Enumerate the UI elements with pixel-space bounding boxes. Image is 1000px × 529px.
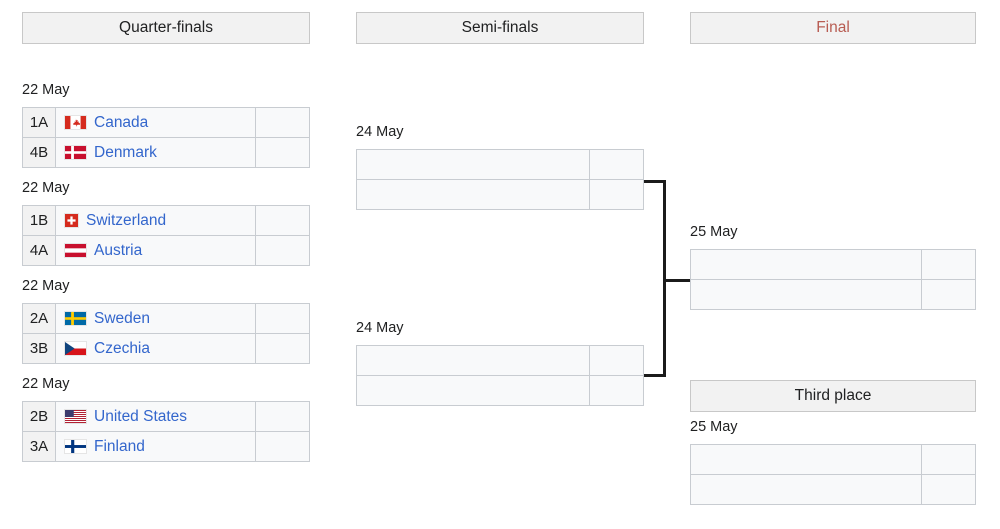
team-name[interactable]: Canada bbox=[94, 113, 149, 131]
score-cell bbox=[256, 235, 310, 266]
match-row[interactable] bbox=[690, 279, 976, 310]
score-cell bbox=[256, 303, 310, 334]
match-third-place bbox=[690, 444, 976, 505]
score-cell bbox=[256, 431, 310, 462]
team-cell bbox=[690, 279, 922, 310]
score-cell bbox=[256, 333, 310, 364]
team-cell: Austria bbox=[56, 235, 256, 266]
date-label-sf-1: 24 May bbox=[356, 124, 404, 140]
team-cell: Denmark bbox=[56, 137, 256, 168]
match-row[interactable]: 3A Finland bbox=[22, 431, 310, 462]
date-label-qf-4: 22 May bbox=[22, 376, 70, 392]
match-row[interactable]: 4B Denmark bbox=[22, 137, 310, 168]
team-cell bbox=[356, 149, 590, 180]
connector-vertical bbox=[663, 180, 666, 377]
seed-cell: 1B bbox=[22, 205, 56, 236]
connector-stub-bottom bbox=[644, 374, 666, 377]
seed-cell: 3B bbox=[22, 333, 56, 364]
score-cell bbox=[256, 205, 310, 236]
team-name[interactable]: Finland bbox=[94, 437, 145, 455]
team-cell: United States bbox=[56, 401, 256, 432]
score-cell bbox=[590, 179, 644, 210]
match-row[interactable]: 2A Sweden bbox=[22, 303, 310, 334]
match-row[interactable]: 2B bbox=[22, 401, 310, 432]
match-row[interactable]: 1B Switzerland bbox=[22, 205, 310, 236]
seed-cell: 2A bbox=[22, 303, 56, 334]
score-cell bbox=[256, 401, 310, 432]
score-cell bbox=[922, 474, 976, 505]
flag-czechia-icon bbox=[64, 341, 87, 356]
match-row[interactable] bbox=[690, 249, 976, 280]
match-final bbox=[690, 249, 976, 310]
match-quarter-final-4: 2B bbox=[22, 401, 310, 462]
match-row[interactable]: 3B Czechia bbox=[22, 333, 310, 364]
match-semi-final-2 bbox=[356, 345, 644, 406]
date-label-final: 25 May bbox=[690, 224, 738, 240]
connector-stub-final bbox=[663, 279, 691, 282]
team-name[interactable]: Denmark bbox=[94, 143, 157, 161]
score-cell bbox=[590, 149, 644, 180]
team-name[interactable]: Czechia bbox=[94, 339, 150, 357]
score-cell bbox=[590, 375, 644, 406]
team-name[interactable]: Austria bbox=[94, 241, 143, 259]
match-row[interactable] bbox=[356, 375, 644, 406]
team-cell bbox=[356, 345, 590, 376]
score-cell bbox=[922, 444, 976, 475]
team-name[interactable]: Switzerland bbox=[86, 211, 167, 229]
team-cell bbox=[690, 474, 922, 505]
match-quarter-final-1: 1A Canada 4B bbox=[22, 107, 310, 168]
score-cell bbox=[256, 137, 310, 168]
match-row[interactable]: 1A Canada bbox=[22, 107, 310, 138]
flag-finland-icon bbox=[64, 439, 87, 454]
match-row[interactable] bbox=[690, 444, 976, 475]
flag-canada-icon bbox=[64, 115, 87, 130]
team-cell: Sweden bbox=[56, 303, 256, 334]
date-label-sf-2: 24 May bbox=[356, 320, 404, 336]
team-name[interactable]: United States bbox=[94, 407, 188, 425]
round-header-quarter-finals[interactable]: Quarter-finals bbox=[22, 12, 310, 44]
match-row[interactable] bbox=[356, 179, 644, 210]
round-header-semi-finals[interactable]: Semi-finals bbox=[356, 12, 644, 44]
flag-austria-icon bbox=[64, 243, 87, 258]
match-semi-final-1 bbox=[356, 149, 644, 210]
match-row[interactable]: 4A Austria bbox=[22, 235, 310, 266]
flag-united-states-icon bbox=[64, 409, 87, 424]
date-label-qf-1: 22 May bbox=[22, 82, 70, 98]
team-cell bbox=[356, 375, 590, 406]
round-header-final[interactable]: Final bbox=[690, 12, 976, 44]
seed-cell: 4A bbox=[22, 235, 56, 266]
flag-denmark-icon bbox=[64, 145, 87, 160]
team-cell: Switzerland bbox=[56, 205, 256, 236]
flag-sweden-icon bbox=[64, 311, 87, 326]
date-label-qf-2: 22 May bbox=[22, 180, 70, 196]
match-quarter-final-2: 1B Switzerland 4A bbox=[22, 205, 310, 266]
team-cell: Finland bbox=[56, 431, 256, 462]
team-cell bbox=[690, 249, 922, 280]
score-cell bbox=[256, 107, 310, 138]
seed-cell: 2B bbox=[22, 401, 56, 432]
seed-cell: 1A bbox=[22, 107, 56, 138]
team-cell: Canada bbox=[56, 107, 256, 138]
match-row[interactable] bbox=[690, 474, 976, 505]
seed-cell: 3A bbox=[22, 431, 56, 462]
match-row[interactable] bbox=[356, 149, 644, 180]
match-quarter-final-3: 2A Sweden 3B bbox=[22, 303, 310, 364]
team-cell: Czechia bbox=[56, 333, 256, 364]
date-label-third-place: 25 May bbox=[690, 419, 738, 435]
score-cell bbox=[922, 279, 976, 310]
date-label-qf-3: 22 May bbox=[22, 278, 70, 294]
team-cell bbox=[690, 444, 922, 475]
team-name[interactable]: Sweden bbox=[94, 309, 151, 327]
score-cell bbox=[590, 345, 644, 376]
connector-stub-top bbox=[644, 180, 666, 183]
flag-switzerland-icon bbox=[64, 213, 79, 228]
seed-cell: 4B bbox=[22, 137, 56, 168]
team-cell bbox=[356, 179, 590, 210]
match-row[interactable] bbox=[356, 345, 644, 376]
round-header-third-place[interactable]: Third place bbox=[690, 380, 976, 412]
score-cell bbox=[922, 249, 976, 280]
